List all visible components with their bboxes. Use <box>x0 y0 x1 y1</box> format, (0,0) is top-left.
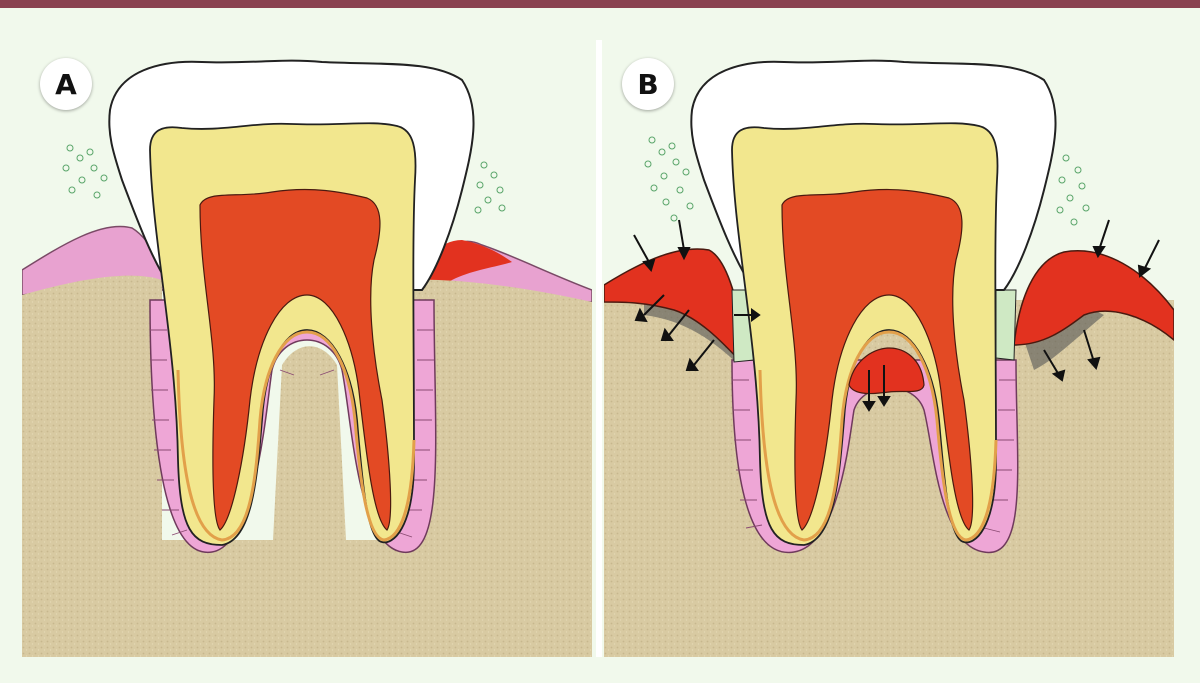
inflamed-tooth-diagram <box>604 59 1174 657</box>
interradicular-bone <box>267 346 352 657</box>
healthy-tooth-diagram <box>22 59 592 657</box>
bacteria-cluster-right <box>1056 154 1090 226</box>
cementum <box>758 330 998 542</box>
plaque-deposit-right <box>995 289 1017 361</box>
bacteria-cluster-right <box>474 161 506 214</box>
bacteria-cluster-left <box>62 144 108 199</box>
gum-right-inflamed <box>1013 250 1174 346</box>
pressure-arrows <box>633 219 1160 412</box>
ligament-fibers <box>732 379 1016 533</box>
panel-label-a: A <box>40 58 92 110</box>
bacteria-cluster-left <box>644 136 694 222</box>
pulp <box>199 188 392 531</box>
panel-label-b: B <box>622 58 674 110</box>
furcation-inflamed-tissue <box>848 347 925 395</box>
pulp <box>781 188 974 531</box>
panel-b-inflamed: B <box>604 40 1174 657</box>
top-bar <box>0 0 1200 8</box>
cementum <box>176 330 416 542</box>
panel-a-healthy: A <box>22 40 592 657</box>
gum-shadow-right <box>1024 305 1104 370</box>
panel-divider <box>596 40 602 657</box>
